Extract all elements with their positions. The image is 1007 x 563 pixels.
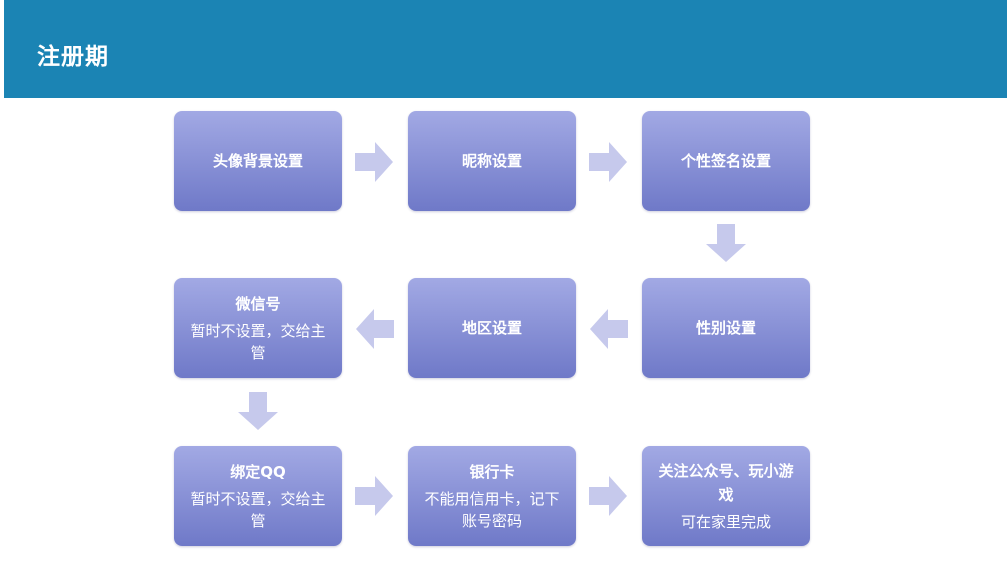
step-title: 昵称设置	[461, 152, 522, 170]
arrow-right-icon	[355, 142, 393, 182]
arrow-down-icon	[238, 392, 278, 430]
step-title: 关注公众号、玩小游戏	[658, 462, 794, 504]
step-avatar-background: 头像背景设置	[174, 111, 342, 211]
step-follow-account: 关注公众号、玩小游戏 可在家里完成	[642, 446, 810, 546]
step-description: 可在家里完成	[680, 513, 771, 531]
step-title: 微信号	[235, 295, 281, 313]
step-description: 暂时不设置，交给主管	[190, 490, 326, 530]
arrow-right-icon	[589, 476, 627, 516]
step-bank-card: 银行卡 不能用信用卡，记下账号密码	[408, 446, 576, 546]
step-region: 地区设置	[408, 278, 576, 378]
step-wechat-id: 微信号 暂时不设置，交给主管	[174, 278, 342, 378]
step-signature: 个性签名设置	[642, 111, 810, 211]
arrow-right-icon	[355, 476, 393, 516]
step-title: 性别设置	[695, 319, 756, 337]
page-title: 注册期	[37, 44, 109, 70]
step-description: 暂时不设置，交给主管	[190, 322, 326, 362]
step-title: 地区设置	[461, 319, 522, 337]
step-gender: 性别设置	[642, 278, 810, 378]
arrow-left-icon	[356, 309, 394, 349]
step-title: 个性签名设置	[680, 152, 771, 170]
header-bar: 注册期	[4, 0, 1007, 98]
step-description: 不能用信用卡，记下账号密码	[424, 490, 560, 530]
step-title: 头像背景设置	[212, 152, 303, 170]
step-title: 银行卡	[469, 463, 515, 481]
step-title: 绑定QQ	[230, 463, 286, 481]
arrow-down-icon	[706, 224, 746, 262]
step-bind-qq: 绑定QQ 暂时不设置，交给主管	[174, 446, 342, 546]
arrow-right-icon	[589, 142, 627, 182]
arrow-left-icon	[590, 309, 628, 349]
step-nickname: 昵称设置	[408, 111, 576, 211]
